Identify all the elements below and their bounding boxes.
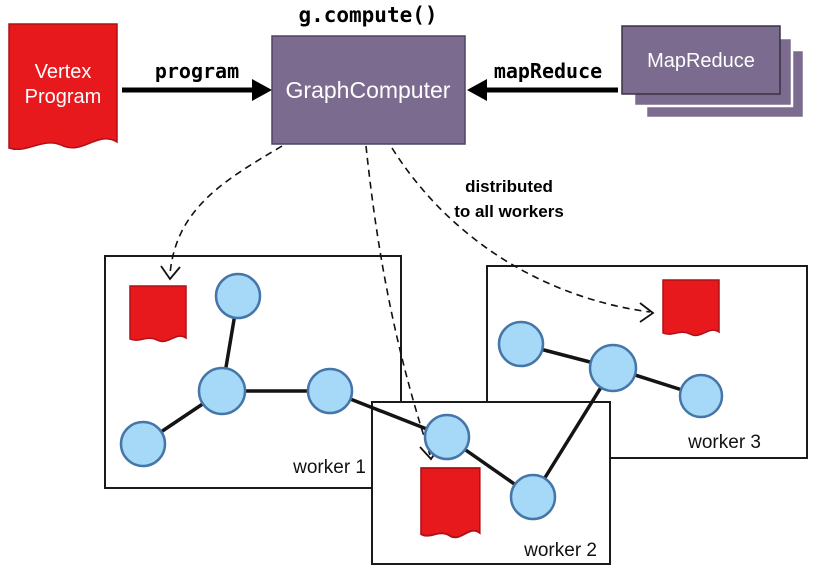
distribution-arrow-to-worker-3 bbox=[391, 147, 651, 313]
mapreduce-stack: MapReduce bbox=[621, 25, 806, 120]
distribution-arrow-to-worker-1-arrowhead bbox=[160, 265, 181, 281]
vertex-program-label-line1: Vertex bbox=[35, 61, 92, 83]
graph-node bbox=[678, 373, 724, 419]
graph-node bbox=[214, 272, 262, 320]
distribution-arrow-to-worker-3-arrowhead bbox=[639, 302, 655, 323]
distribution-arrow-to-worker-2 bbox=[365, 145, 431, 456]
mapreduce-arrow-head bbox=[467, 79, 487, 101]
worker-3-label: worker 3 bbox=[687, 432, 761, 453]
program-arrow-head bbox=[252, 79, 272, 101]
mapreduce-label: MapReduce bbox=[647, 50, 755, 72]
graph-node bbox=[119, 420, 167, 468]
graph-node bbox=[497, 320, 545, 368]
graph-node bbox=[306, 367, 354, 415]
distribution-note-line1: distributed bbox=[465, 177, 553, 196]
worker-2-box bbox=[371, 401, 611, 565]
graph-node bbox=[423, 413, 471, 461]
mapreduce-card-front bbox=[621, 25, 781, 95]
compute-method-label: g.compute() bbox=[298, 3, 437, 27]
vertex-program-label-line2: Program bbox=[25, 86, 102, 108]
worker-1-program-document bbox=[129, 285, 187, 343]
program-arrow-label: program bbox=[155, 59, 239, 83]
worker-3-program-document bbox=[662, 279, 720, 337]
graph-node bbox=[509, 473, 557, 521]
distribution-arrow-to-worker-1 bbox=[169, 145, 283, 275]
graph-computer-label: GraphComputer bbox=[286, 77, 451, 103]
graph-node bbox=[197, 366, 247, 416]
graph-computer-box bbox=[271, 35, 466, 145]
graph-node bbox=[588, 343, 638, 393]
distribution-note-line2: to all workers bbox=[454, 202, 564, 221]
worker-2-program-document bbox=[420, 467, 481, 539]
vertex-program-document bbox=[8, 23, 118, 151]
worker-1-label: worker 1 bbox=[292, 457, 366, 478]
graph-edge bbox=[531, 366, 615, 499]
mapreduce-arrow-label: mapReduce bbox=[494, 59, 602, 83]
worker-2-label: worker 2 bbox=[523, 540, 597, 561]
